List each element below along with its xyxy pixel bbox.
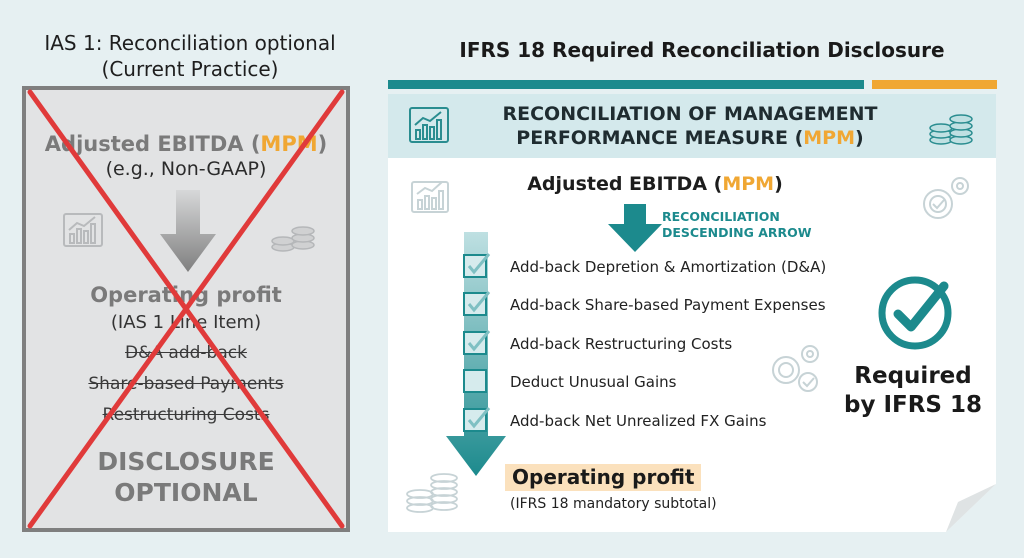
growth-chart-icon (411, 181, 449, 213)
reconciliation-item: Add-back Depretion & Amortization (D&A) (510, 258, 827, 276)
required-line1: Required (854, 363, 972, 389)
header-band (388, 94, 996, 158)
left-operating-profit: Operating profit (90, 283, 282, 307)
reconciliation-item: Add-back Share-based Payment Expenses (510, 296, 826, 314)
coin-stack-icon (929, 114, 973, 145)
arrow-label-line2: DESCENDING ARROW (662, 225, 812, 240)
left-title-line2: (Current Practice) (101, 57, 279, 81)
reconciliation-item: Add-back Net Unrealized FX Gains (510, 412, 767, 430)
left-title-line1: IAS 1: Reconciliation optional (44, 31, 336, 55)
required-line2: by IFRS 18 (843, 392, 983, 418)
reconciliation-arrow-label: RECONCILIATION DESCENDING ARROW (662, 209, 862, 241)
header-close: ) (855, 127, 864, 149)
coin-stack-icon (271, 226, 315, 252)
checkbox (463, 407, 491, 432)
orange-accent-bar (872, 80, 997, 89)
check-circle-icon (878, 276, 952, 350)
left-ebitda-close: ) (317, 132, 328, 156)
right-ebitda-text: Adjusted EBITDA ( (527, 173, 723, 195)
reconciliation-item: Add-back Restructuring Costs (510, 335, 733, 353)
left-ias-line-item: (IAS 1 Line Item) (110, 312, 262, 333)
left-ebitda-text: Adjusted EBITDA ( (44, 132, 261, 156)
teal-accent-bar (388, 80, 864, 89)
checkbox (463, 253, 491, 278)
left-struck-item: Restructuring Costs (102, 405, 270, 425)
checkbox (463, 291, 491, 316)
header-line1: RECONCILIATION OF MANAGEMENT (502, 103, 878, 125)
gear-check-icon (923, 177, 969, 219)
header-line2-text: PERFORMANCE MEASURE ( (516, 127, 804, 149)
left-mpm-text: MPM (260, 132, 318, 156)
right-panel-title: IFRS 18 Required Reconciliation Disclosu… (459, 38, 945, 62)
operating-profit-subtitle: (IFRS 18 mandatory subtotal) (510, 496, 717, 512)
left-non-gaap-note: (e.g., Non-GAAP) (105, 158, 267, 180)
right-mpm-text: MPM (722, 173, 775, 195)
gear-check-icon (772, 345, 819, 392)
left-disclosure-optional: DISCLOSURE OPTIONAL (22, 446, 350, 508)
disclosure-line1: DISCLOSURE (97, 447, 275, 476)
down-arrow-icon (608, 204, 662, 252)
growth-chart-icon (63, 213, 103, 247)
right-ebitda-close: ) (774, 173, 783, 195)
reconciliation-item: Deduct Unusual Gains (510, 373, 677, 391)
checkbox (463, 330, 491, 355)
down-arrow-icon (160, 190, 216, 272)
left-struck-item: D&A add-back (125, 343, 247, 363)
left-panel-title: IAS 1: Reconciliation optional (Current … (20, 30, 360, 82)
header-line2: PERFORMANCE MEASURE (MPM) (470, 126, 910, 150)
header-mpm-text: MPM (803, 127, 856, 149)
reconciliation-header: RECONCILIATION OF MANAGEMENT PERFORMANCE… (470, 102, 910, 150)
page-curl (946, 484, 996, 532)
right-operating-profit: Operating profit (505, 464, 702, 491)
arrow-label-line1: RECONCILIATION (662, 209, 780, 224)
required-by-ifrs-18: Required by IFRS 18 (838, 362, 988, 420)
coin-stack-icon (406, 473, 458, 513)
left-ebitda-label: Adjusted EBITDA (MPM) (22, 132, 350, 156)
checkbox (463, 369, 487, 393)
disclosure-line2: OPTIONAL (114, 478, 258, 507)
growth-chart-icon (409, 107, 449, 143)
left-struck-item: Share-based Payments (88, 374, 284, 394)
right-ebitda-label: Adjusted EBITDA (MPM) (490, 173, 820, 195)
